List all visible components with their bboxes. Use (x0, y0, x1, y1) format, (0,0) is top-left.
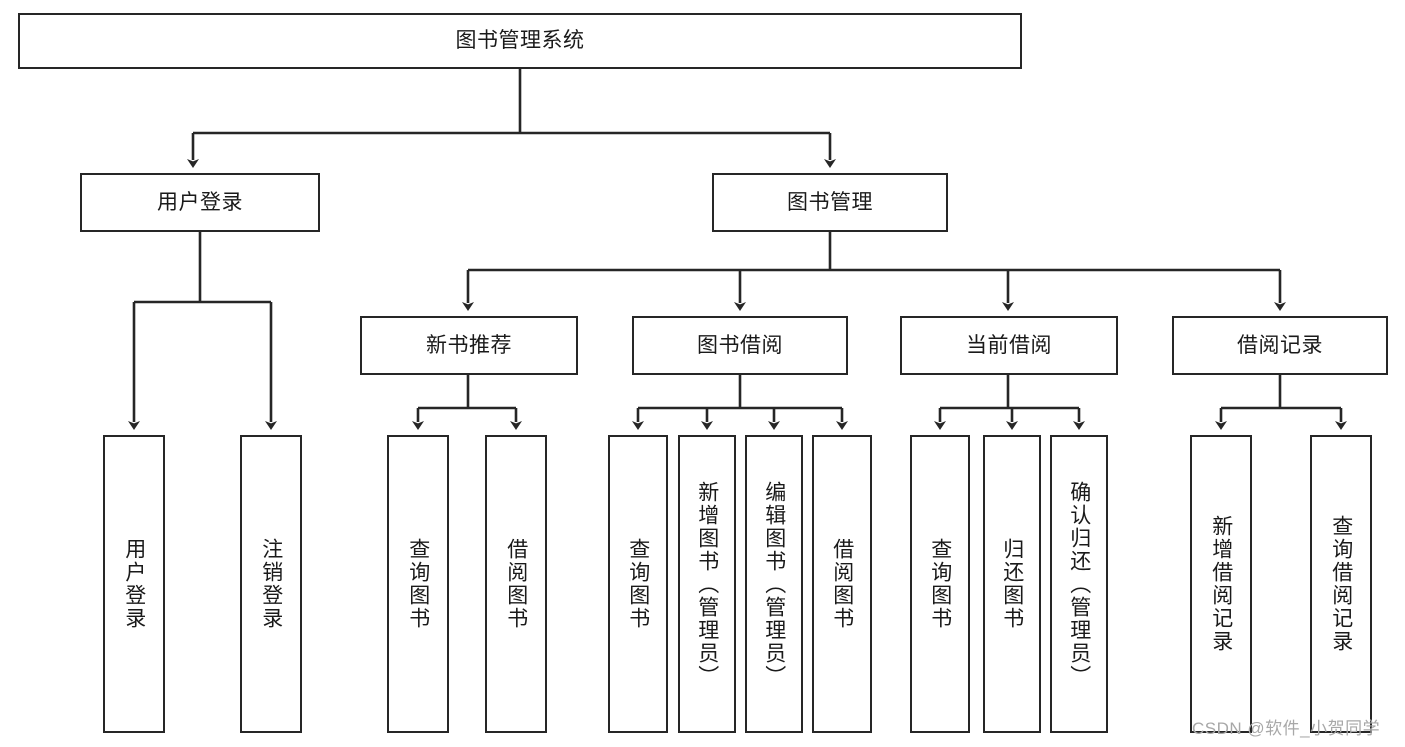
node-leaf-query-record[interactable]: 查询借阅记录 (1310, 435, 1372, 733)
node-book-borrow[interactable]: 图书借阅 (632, 316, 848, 375)
node-leaf-return-book-label: 归还图书 (1000, 538, 1024, 630)
node-book-manage-label: 图书管理 (787, 190, 873, 214)
node-leaf-return-book[interactable]: 归还图书 (983, 435, 1041, 733)
node-new-book-rec[interactable]: 新书推荐 (360, 316, 578, 375)
node-current-borrow[interactable]: 当前借阅 (900, 316, 1118, 375)
node-leaf-borrow-book-2-label: 借阅图书 (830, 538, 854, 630)
csdn-watermark: CSDN @软件_小贺同学 (1192, 719, 1381, 738)
node-leaf-logout[interactable]: 注销登录 (240, 435, 302, 733)
node-borrow-record[interactable]: 借阅记录 (1172, 316, 1388, 375)
node-leaf-borrow-book-1-label: 借阅图书 (504, 538, 528, 630)
node-leaf-query-book-2[interactable]: 查询图书 (608, 435, 668, 733)
node-leaf-add-book-label: 新增图书（管理员） (695, 480, 719, 688)
node-leaf-add-book[interactable]: 新增图书（管理员） (678, 435, 736, 733)
node-book-borrow-label: 图书借阅 (697, 333, 783, 357)
node-root[interactable]: 图书管理系统 (18, 13, 1022, 69)
node-leaf-query-record-label: 查询借阅记录 (1329, 515, 1353, 653)
node-leaf-confirm-return[interactable]: 确认归还（管理员） (1050, 435, 1108, 733)
node-root-label: 图书管理系统 (455, 29, 585, 53)
node-leaf-confirm-return-label: 确认归还（管理员） (1067, 480, 1091, 688)
node-leaf-query-book-3[interactable]: 查询图书 (910, 435, 970, 733)
node-leaf-query-book-1[interactable]: 查询图书 (387, 435, 449, 733)
node-leaf-user-login[interactable]: 用户登录 (103, 435, 165, 733)
node-leaf-query-book-2-label: 查询图书 (626, 538, 650, 630)
node-leaf-logout-label: 注销登录 (259, 538, 283, 630)
node-leaf-add-record[interactable]: 新增借阅记录 (1190, 435, 1252, 733)
node-current-borrow-label: 当前借阅 (966, 333, 1052, 357)
node-leaf-borrow-book-2[interactable]: 借阅图书 (812, 435, 872, 733)
node-leaf-borrow-book-1[interactable]: 借阅图书 (485, 435, 547, 733)
node-leaf-query-book-1-label: 查询图书 (406, 538, 430, 630)
node-book-manage[interactable]: 图书管理 (712, 173, 948, 232)
node-user-login-label: 用户登录 (157, 190, 243, 214)
node-new-book-rec-label: 新书推荐 (426, 333, 512, 357)
node-borrow-record-label: 借阅记录 (1237, 333, 1323, 357)
node-leaf-add-record-label: 新增借阅记录 (1209, 515, 1233, 653)
node-leaf-query-book-3-label: 查询图书 (928, 538, 952, 630)
node-leaf-edit-book[interactable]: 编辑图书（管理员） (745, 435, 803, 733)
node-leaf-user-login-label: 用户登录 (122, 538, 146, 630)
node-leaf-edit-book-label: 编辑图书（管理员） (762, 480, 786, 688)
node-user-login[interactable]: 用户登录 (80, 173, 320, 232)
